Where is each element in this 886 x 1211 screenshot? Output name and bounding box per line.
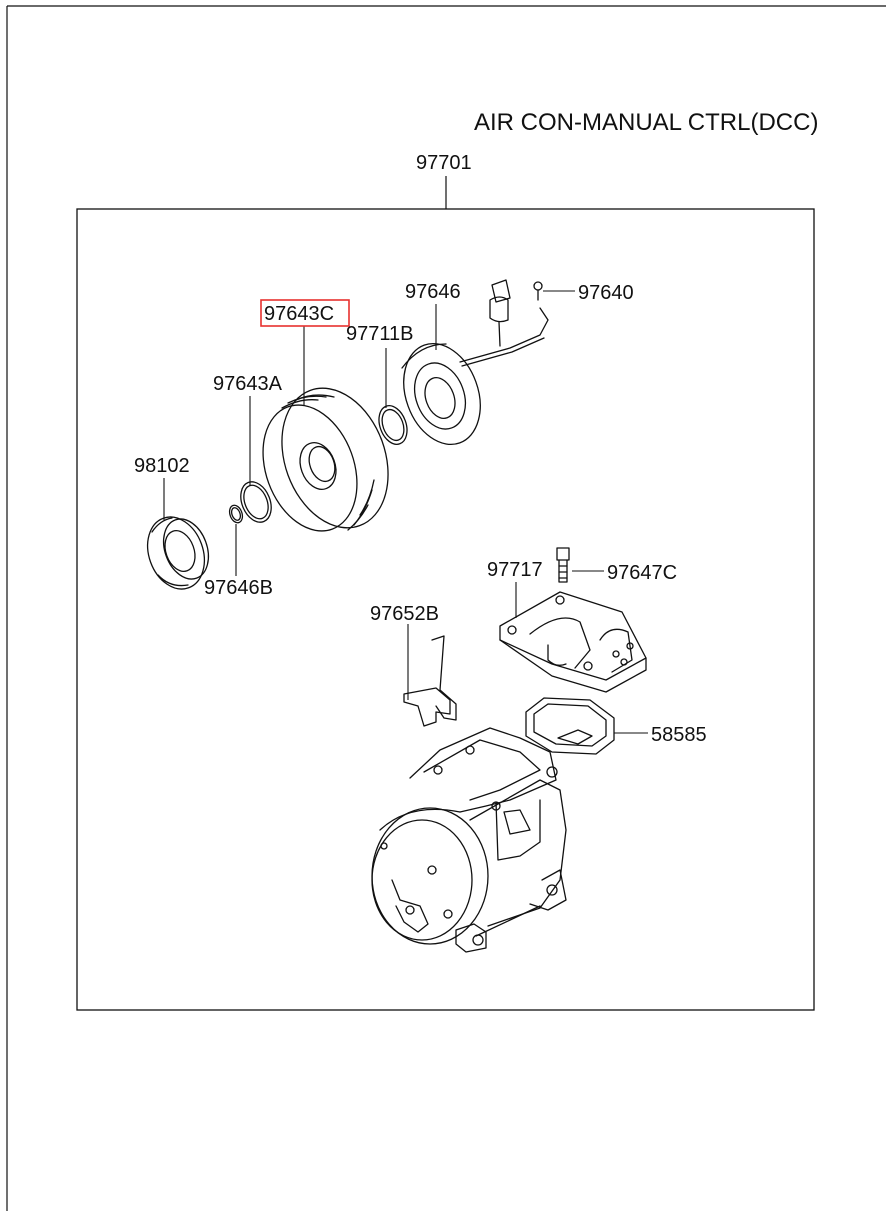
callout-97646[interactable]: 97646 <box>405 281 461 303</box>
part-number-97646[interactable]: 97646 <box>405 281 461 303</box>
shim-ring-illustration <box>240 481 272 523</box>
callout-97711B[interactable]: 97711B <box>346 323 413 345</box>
part-number-97652B[interactable]: 97652B <box>370 603 439 625</box>
part-number-97717[interactable]: 97717 <box>487 559 543 581</box>
callout-97643A[interactable]: 97643A <box>213 373 283 395</box>
part-number-97643A[interactable]: 97643A <box>213 373 283 395</box>
part-number-97646B[interactable]: 97646B <box>204 577 273 599</box>
snap-ring-illustration <box>378 405 408 445</box>
callout-97643C[interactable]: 97643C <box>264 303 334 325</box>
field-coil-illustration <box>401 279 549 446</box>
callout-97652B[interactable]: 97652B <box>370 603 439 625</box>
callout-97647C[interactable]: 97647C <box>607 562 677 584</box>
bolt-illustration <box>556 547 570 583</box>
snap-ring-small-illustration <box>228 504 244 524</box>
callout-97717[interactable]: 97717 <box>487 559 543 581</box>
clutch-hub-illustration <box>146 516 210 590</box>
pulley-illustration <box>262 387 389 532</box>
page-frame <box>6 5 886 1211</box>
bracket-illustration <box>403 635 457 727</box>
part-number-98102[interactable]: 98102 <box>134 455 190 477</box>
part-number-97647C[interactable]: 97647C <box>607 562 677 584</box>
selected-part-highlight <box>260 299 350 327</box>
callout-97646B[interactable]: 97646B <box>204 577 273 599</box>
diagram-title: AIR CON-MANUAL CTRL(DCC) <box>474 109 818 136</box>
assembly-box <box>76 208 815 1011</box>
part-number-97643C[interactable]: 97643C <box>264 303 334 325</box>
compressor-body-illustration <box>371 727 567 953</box>
part-number-58585[interactable]: 58585 <box>651 724 707 746</box>
part-number-97711B[interactable]: 97711B <box>346 323 413 345</box>
assembly-label[interactable]: 97701 <box>416 152 472 174</box>
gasket-illustration <box>525 697 615 755</box>
callout-98102[interactable]: 98102 <box>134 455 190 477</box>
callout-58585[interactable]: 58585 <box>651 724 707 746</box>
part-number-97640[interactable]: 97640 <box>578 282 634 304</box>
callout-97640[interactable]: 97640 <box>578 282 634 304</box>
control-valve-plate-illustration <box>499 591 647 693</box>
